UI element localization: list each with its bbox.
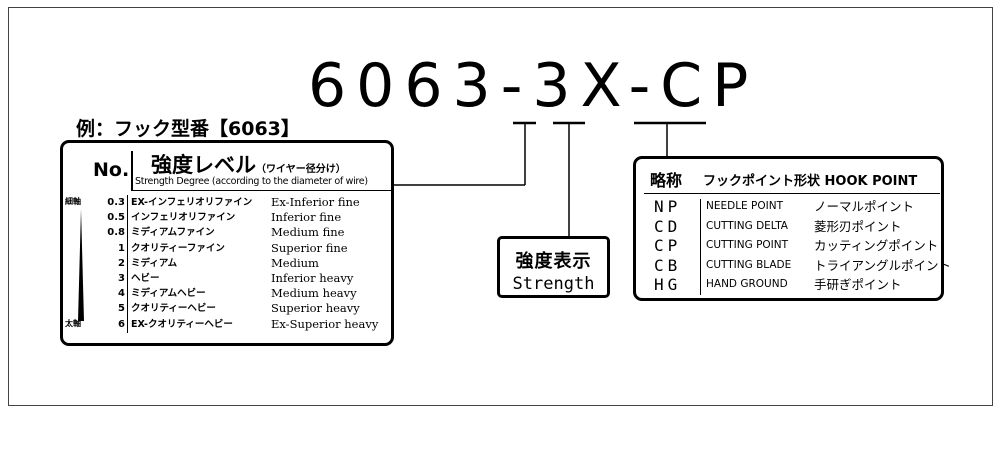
diagram-frame — [8, 7, 993, 406]
row-no: 1 — [118, 242, 125, 254]
row-en: Medium heavy — [271, 286, 357, 301]
table-row: CP CUTTING POINT カッティングポイント — [636, 236, 944, 256]
strength-level-subtitle: Strength Degree (according to the diamet… — [135, 176, 368, 187]
row-jp: 菱形刃ポイント — [814, 218, 902, 234]
row-no: 6 — [118, 318, 125, 330]
row-jp: ノーマルポイント — [814, 199, 915, 214]
row-jp: ヘビー — [131, 272, 160, 284]
column-header-no: No. — [93, 159, 130, 181]
thick-wire-label: 太軸 — [65, 319, 81, 328]
row-en: HAND GROUND — [706, 278, 788, 291]
row-code: CD — [654, 216, 682, 236]
row-no: 3 — [118, 272, 125, 284]
table-row: 6 EX-クオリティーヘビー Ex-Superior heavy — [63, 317, 393, 332]
row-no: 2 — [118, 257, 125, 269]
strength-level-table: No. 強度レベル（ワイヤー径分け） Strength Degree (acco… — [60, 140, 394, 346]
row-jp: カッティングポイント — [814, 238, 939, 254]
row-jp: EX-クオリティーヘビー — [131, 318, 233, 330]
row-code: CB — [654, 255, 682, 275]
row-en: Superior heavy — [271, 301, 360, 316]
model-code: 6063-3X-CP — [308, 51, 759, 121]
hook-point-rows: NP NEEDLE POINT ノーマルポイント CD CUTTING DELTA 菱形… — [636, 197, 951, 295]
strength-indicator-box: 強度表示 Strength — [497, 236, 610, 298]
table-row: 0.3 EX-インフェリオリファイン Ex-Inferior fine — [63, 195, 393, 210]
strength-level-title-text: 強度レベル — [151, 153, 256, 177]
row-no: 0.3 — [107, 197, 125, 208]
strength-indicator-subtitle: Strength — [512, 274, 595, 294]
row-jp: 手研ぎポイント — [814, 277, 902, 293]
row-jp: トライアングルポイント — [814, 257, 952, 273]
row-jp: EX-インフェリオリファイン — [131, 197, 253, 208]
table-row: CB CUTTING BLADE トライアングルポイント — [636, 255, 951, 276]
table-row: 1 クオリティーファイン Superior fine — [63, 241, 393, 256]
row-no: 0.5 — [107, 212, 125, 224]
row-en: CUTTING POINT — [706, 239, 789, 252]
table-row: 0.5 インフェリオリファイン Inferior fine — [63, 210, 393, 225]
hook-point-table: 略称 フックポイント形状 HOOK POINT NP NEEDLE POINT ノー… — [633, 156, 951, 301]
hook-point-header: フックポイント形状 HOOK POINT — [703, 174, 918, 189]
table-row: 2 ミディアム Medium — [63, 256, 393, 271]
row-code: NP — [654, 197, 682, 216]
row-en: CUTTING BLADE — [706, 258, 792, 271]
thin-wire-label: 細軸 — [65, 197, 81, 206]
row-no: 0.8 — [107, 227, 125, 239]
hook-point-abbr-header: 略称 — [650, 171, 683, 190]
row-en: NEEDLE POINT — [706, 200, 783, 212]
row-jp: クオリティーファイン — [131, 242, 225, 254]
table-row: 0.8 ミディアムファイン Medium fine — [63, 225, 393, 240]
strength-level-title: 強度レベル（ワイヤー径分け） — [151, 149, 346, 179]
row-en: Ex-Superior heavy — [271, 316, 379, 331]
header-rule — [131, 190, 393, 191]
row-code: CP — [654, 236, 682, 256]
strength-indicator-title: 強度表示 — [515, 251, 592, 272]
taper-wedge-icon — [78, 209, 84, 321]
row-no: 4 — [118, 288, 125, 300]
example-title: 例：フック型番【6063】 — [76, 118, 300, 140]
table-row: 4 ミディアムヘビー Medium heavy — [63, 286, 393, 301]
table-row: CD CUTTING DELTA 菱形刃ポイント — [636, 217, 944, 237]
row-en: Inferior fine — [271, 210, 342, 225]
row-en: Medium — [271, 255, 319, 270]
header-rule — [644, 193, 940, 194]
strength-rows: 0.3 EX-インフェリオリファイン Ex-Inferior fine 0.5 インフ… — [63, 195, 393, 332]
row-jp: ミディアムファイン — [131, 227, 215, 239]
column-divider — [127, 195, 128, 333]
table-row: NP NEEDLE POINT ノーマルポイント — [636, 197, 944, 217]
row-jp: クオリティーヘビー — [131, 303, 216, 315]
row-en: Ex-Inferior fine — [271, 195, 360, 209]
row-no: 5 — [118, 303, 125, 315]
row-jp: インフェリオリファイン — [131, 212, 236, 224]
table-row: 3 ヘビー Inferior heavy — [63, 271, 393, 286]
column-divider — [700, 199, 701, 295]
row-jp: ミディアムヘビー — [131, 288, 206, 300]
table-row: 5 クオリティーヘビー Superior heavy — [63, 301, 393, 316]
row-en: Inferior heavy — [271, 270, 354, 285]
header-divider — [131, 151, 133, 191]
row-jp: ミディアム — [131, 257, 178, 269]
strength-level-title-note: （ワイヤー径分け） — [256, 164, 346, 175]
table-row: HG HAND GROUND 手研ぎポイント — [636, 275, 944, 295]
row-code: HG — [654, 275, 682, 295]
row-en: Medium fine — [271, 225, 345, 240]
row-en: CUTTING DELTA — [706, 219, 788, 232]
row-en: Superior fine — [271, 240, 348, 255]
